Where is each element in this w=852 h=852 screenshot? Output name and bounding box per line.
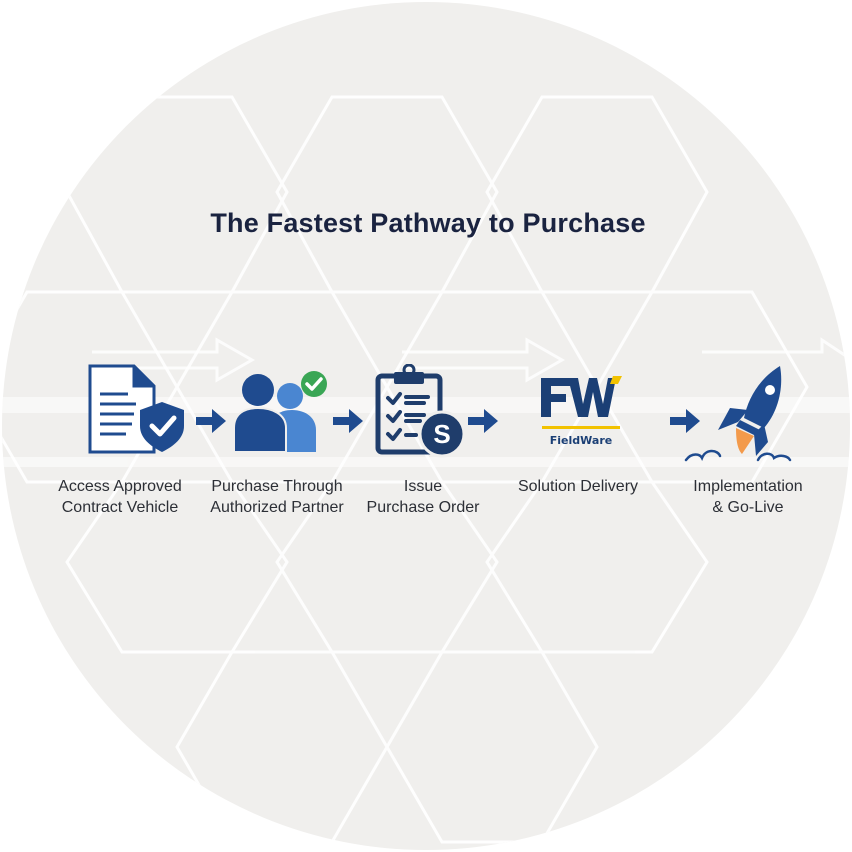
step-label-4: Solution Delivery: [498, 476, 658, 497]
users-check-icon: [233, 371, 327, 453]
step-label-1: Access Approved Contract Vehicle: [40, 476, 200, 518]
arrow-right-icon: [468, 409, 498, 433]
step-label-3: Issue Purchase Order: [352, 476, 494, 518]
step-1-line-1: Access Approved: [58, 478, 182, 495]
step-label-5: Implementation & Go-Live: [670, 476, 826, 518]
document-shield-icon: [88, 364, 184, 454]
page-title: The Fastest Pathway to Purchase: [210, 208, 646, 238]
rocket-icon: [684, 366, 792, 462]
step-4-line-1: Solution Delivery: [517, 478, 639, 495]
step-2-line-2: Authorized Partner: [210, 499, 344, 516]
fieldware-wordmark: FieldWare: [550, 434, 612, 447]
step-3-line-2: Purchase Order: [366, 499, 480, 516]
fieldware-logo: FieldWare: [538, 374, 624, 448]
clipboard-dollar-icon: S: [375, 364, 466, 458]
svg-text:S: S: [433, 419, 450, 449]
step-5-line-2: & Go-Live: [712, 499, 784, 516]
step-3-line-1: Issue: [403, 478, 443, 495]
step-label-2: Purchase Through Authorized Partner: [196, 476, 358, 518]
step-2-line-1: Purchase Through: [211, 478, 343, 495]
arrow-right-icon: [196, 409, 226, 433]
arrow-right-icon: [333, 409, 363, 433]
step-5-line-1: Implementation: [693, 478, 803, 495]
step-1-line-2: Contract Vehicle: [61, 499, 179, 516]
arrow-right-icon: [670, 409, 700, 433]
